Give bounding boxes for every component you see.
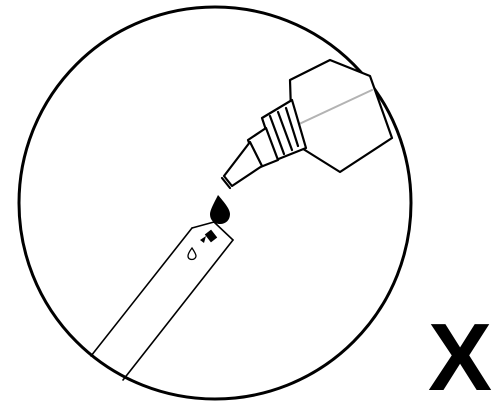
status-mark: X bbox=[428, 304, 492, 411]
